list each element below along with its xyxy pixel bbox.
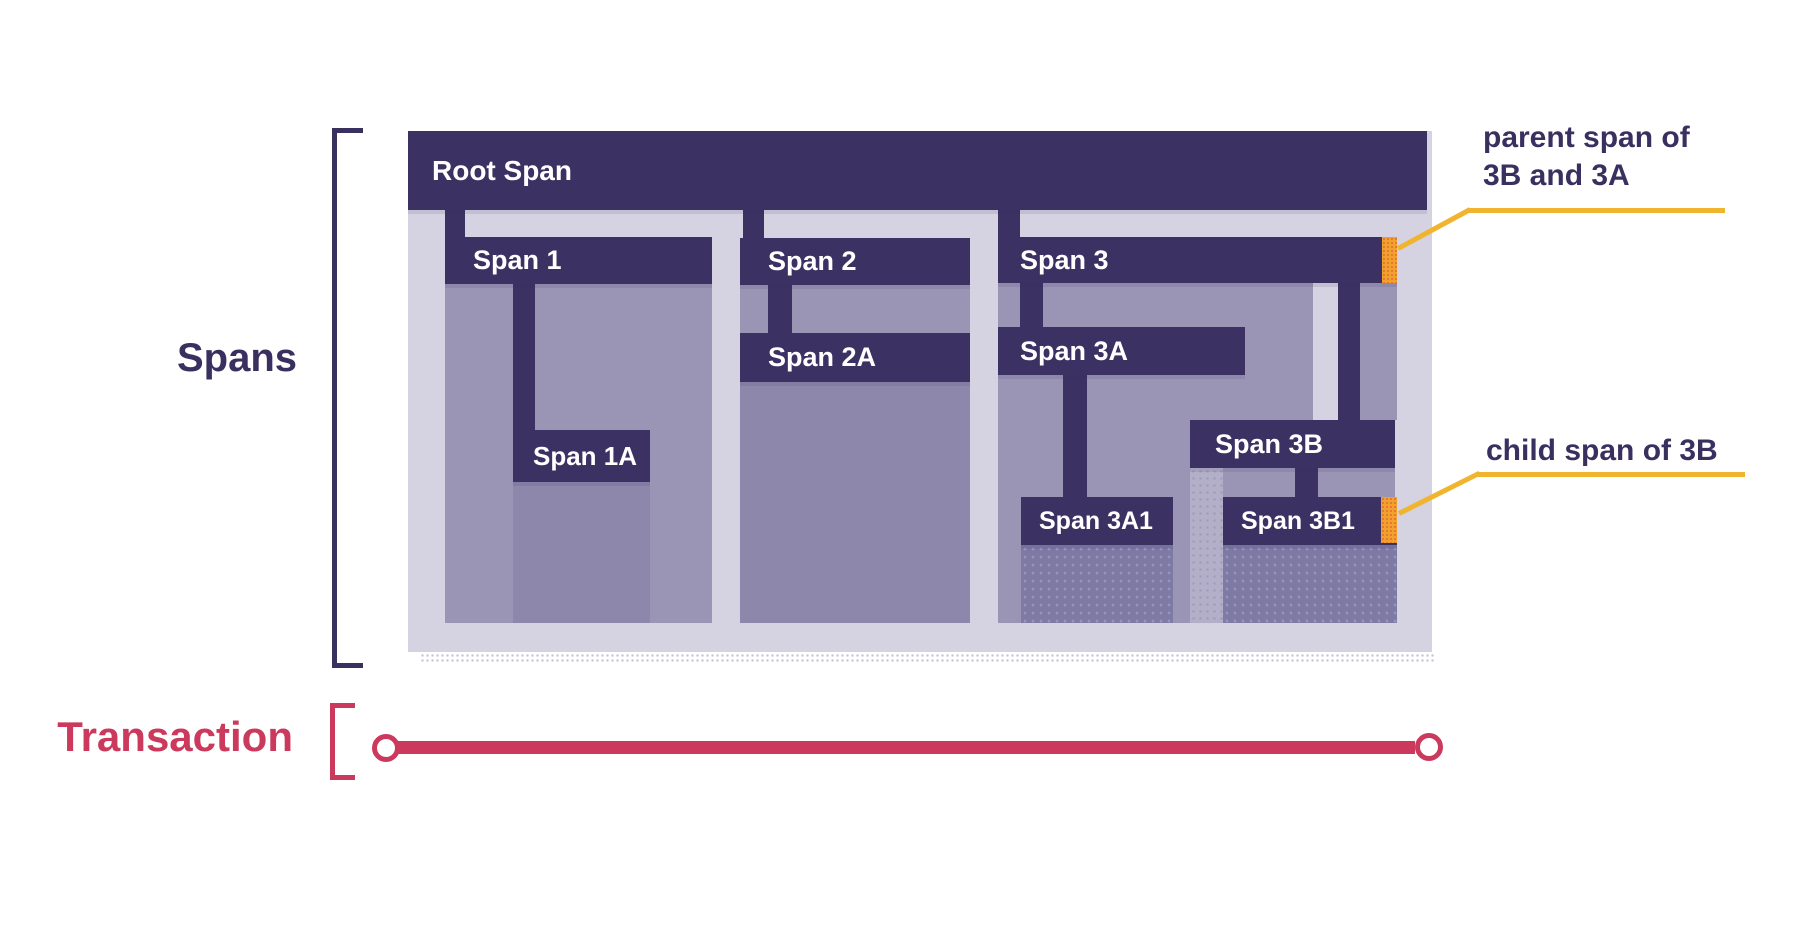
spans-bracket <box>332 128 363 668</box>
span-bar-root-label: Root Span <box>432 154 572 186</box>
span1a-duration-fill <box>513 482 650 623</box>
connector-span3-span3b <box>1338 283 1360 421</box>
transaction-bracket <box>330 703 355 780</box>
span-bar-2a: Span 2A <box>740 333 970 382</box>
span-bar-3a-label: Span 3A <box>1020 335 1129 366</box>
span-bar-3b: Span 3B <box>1190 420 1395 468</box>
span-bar-2: Span 2 <box>740 238 970 285</box>
span-bar-2a-label: Span 2A <box>768 342 877 372</box>
child-callout-line <box>1476 472 1745 477</box>
timeline-endpoint-right <box>1415 733 1443 761</box>
transaction-timeline <box>397 741 1415 754</box>
span3-right-duration-fill <box>1360 283 1397 420</box>
span2a-duration-fill <box>740 382 970 623</box>
span3b-left-strip <box>1190 468 1223 623</box>
span-bar-1a-label: Span 1A <box>533 440 638 471</box>
span3b1-child-marker <box>1381 497 1397 543</box>
span-bar-3b-label: Span 3B <box>1215 428 1324 459</box>
connector-span3b-span3b1 <box>1295 467 1318 498</box>
span3-parent-marker <box>1382 237 1397 283</box>
span-bar-1: Span 1 <box>445 237 712 284</box>
parent-callout-line <box>1467 208 1725 213</box>
connector-root-span1 <box>445 209 465 238</box>
span-bar-3b1: Span 3B1 <box>1223 497 1397 545</box>
connector-span3-span3a <box>1020 283 1043 328</box>
span-bar-3b1-label: Span 3B1 <box>1241 506 1355 535</box>
connector-span1-span1a <box>513 283 535 431</box>
span-bar-3a1-label: Span 3A1 <box>1039 506 1153 535</box>
span-bar-3a1: Span 3A1 <box>1021 497 1173 545</box>
transaction-label: Transaction <box>57 713 293 760</box>
span-bar-root: Root Span <box>408 131 1427 210</box>
connector-root-span3 <box>998 209 1020 238</box>
timeline-endpoint-left <box>372 734 400 762</box>
annotation-child-span: child span of 3B <box>1486 434 1718 467</box>
span-bar-3: Span 3 <box>998 237 1397 283</box>
connector-span3a-span3a1 <box>1063 375 1087 498</box>
span-bar-1-label: Span 1 <box>473 245 562 275</box>
span-bar-1a: Span 1A <box>513 430 650 482</box>
spans-label: Spans <box>176 336 297 380</box>
connector-root-span2 <box>743 209 764 239</box>
span-bar-3a: Span 3A <box>998 327 1245 375</box>
span3a1-duration-fill <box>1021 545 1173 623</box>
panel-shadow <box>420 653 1434 664</box>
span-bar-2-label: Span 2 <box>768 246 857 276</box>
connector-span2-span2a <box>768 284 792 334</box>
span3b1-duration-fill <box>1223 545 1397 623</box>
annotation-parent-span: parent span of 3B and 3A <box>1483 121 1690 192</box>
span-bar-3-label: Span 3 <box>1020 244 1109 275</box>
